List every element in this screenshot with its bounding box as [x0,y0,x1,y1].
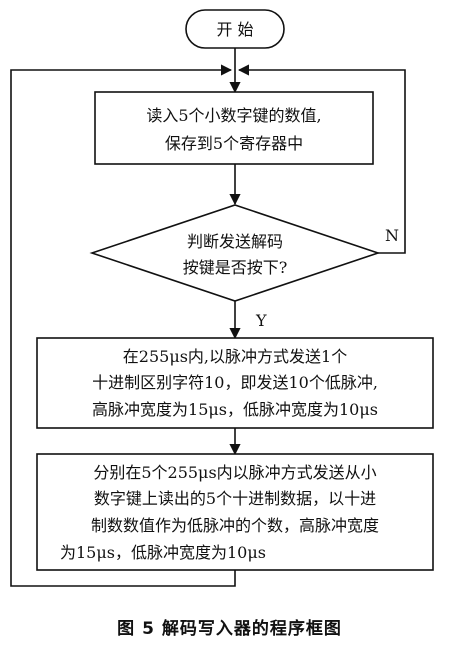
decision-line-2: 按键是否按下? [183,258,288,277]
step3-line-4: 为15μs，低脉冲宽度为10μs [60,543,266,562]
figure-caption: 图 5 解码写入器的程序框图 [117,619,342,639]
step3-box [36,453,434,571]
step2-line-2: 十进制区别字符10，即发送10个低脉冲, [92,373,378,392]
step1-line-1: 读入5个小数字键的数值, [146,106,321,125]
step3-line-2: 数字键上读出的5个十进制数据，以十进 [94,489,376,508]
step2-line-1: 在255μs内,以脉冲方式发送1个 [123,347,347,366]
step3-line-3: 制数数值作为低脉冲的个数，高脉冲宽度 [91,516,379,535]
decision-line-1: 判断发送解码 [187,232,283,251]
yes-label: Y [255,311,267,330]
connector-main-loop [10,64,236,587]
no-label: N [385,226,399,245]
step1-box [94,91,374,165]
step3-line-1: 分别在5个255μs内以脉冲方式发送从小 [93,463,376,482]
connector-no-loop [237,64,406,254]
start-label: 开 始 [216,20,253,39]
step1-line-2: 保存到5个寄存器中 [165,134,303,153]
decision-diamond [89,204,381,302]
step2-line-3: 高脉冲宽度为15μs，低脉冲宽度为10μs [92,400,378,419]
